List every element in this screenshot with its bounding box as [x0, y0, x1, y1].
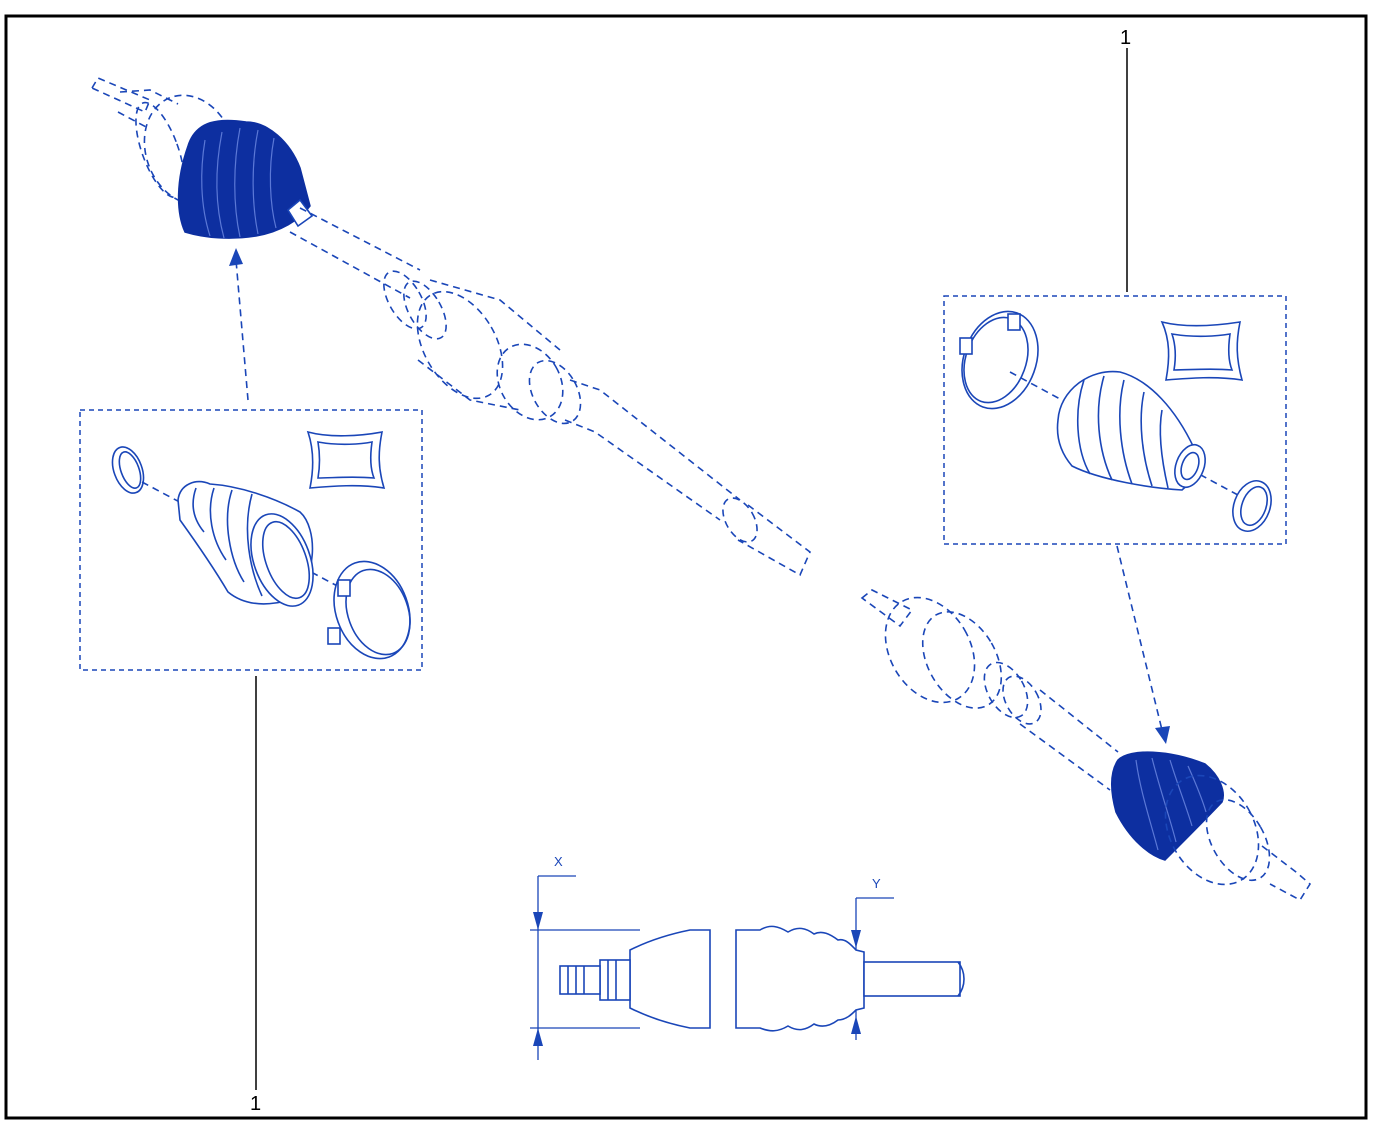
right-boot-kit — [943, 295, 1287, 545]
diagram-frame — [4, 14, 1368, 1120]
left-kit-arrow — [229, 248, 249, 401]
grease-packet-icon — [1160, 320, 1244, 381]
grease-packet-icon — [306, 430, 386, 489]
cv-joint-housing — [629, 929, 711, 1029]
upper-drive-shaft — [90, 76, 811, 577]
boot-cross-section — [735, 925, 865, 1032]
right-kit-box — [943, 295, 1287, 545]
dimension-label-y: Y — [872, 876, 881, 891]
lower-drive-shaft — [860, 589, 1312, 902]
dimension-label-x: X — [554, 854, 563, 869]
shaft-section — [863, 961, 961, 997]
outer-boot-highlight — [177, 119, 311, 239]
callout-top-right: 1 — [1120, 27, 1131, 49]
left-boot-kit — [79, 409, 423, 671]
callout-bottom-left: 1 — [250, 1093, 261, 1115]
dimension-detail: X Y — [530, 854, 965, 1060]
inner-boot-highlight — [1111, 751, 1224, 861]
left-kit-box — [79, 409, 423, 671]
right-kit-arrow — [1116, 545, 1170, 744]
